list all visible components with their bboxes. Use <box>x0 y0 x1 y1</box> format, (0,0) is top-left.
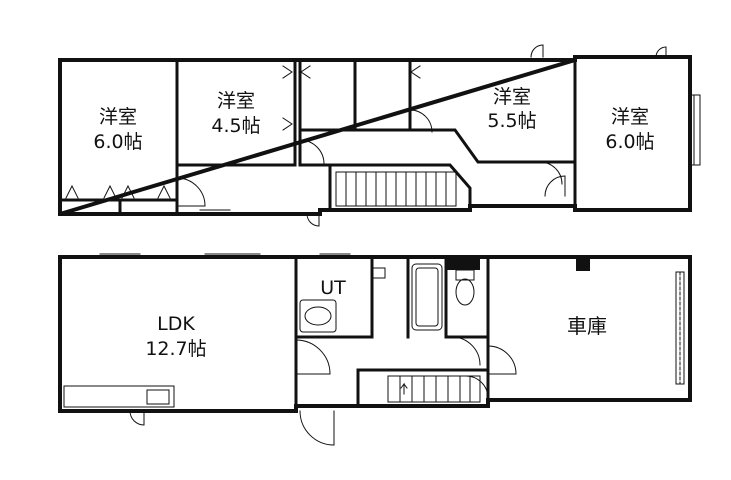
column-block <box>576 257 590 271</box>
room-name-ldk: LDK <box>157 313 195 335</box>
upper-room-labels: 洋室 6.0帖 洋室 4.5帖 洋室 5.5帖 洋室 6.0帖 <box>93 86 654 153</box>
lower-stairs <box>387 375 481 403</box>
room-size-mid-right: 5.5帖 <box>487 110 536 132</box>
room-name-mid-left: 洋室 <box>217 90 255 112</box>
room-name-mid-right: 洋室 <box>493 86 531 108</box>
upper-stairs <box>335 171 457 207</box>
lower-room-labels: LDK 12.7帖 UT 車庫 <box>145 277 607 360</box>
room-size-east: 6.0帖 <box>605 131 654 153</box>
lower-door-swings <box>129 267 517 446</box>
upper-floor <box>58 44 701 227</box>
lower-fixtures <box>299 263 475 333</box>
closet-marks <box>65 65 421 199</box>
kitchen-counter <box>63 385 175 408</box>
room-size-mid-left: 4.5帖 <box>211 115 260 137</box>
lower-floor <box>58 253 692 446</box>
upper-door-swings <box>176 44 667 227</box>
room-size-ldk: 12.7帖 <box>145 338 206 360</box>
room-name-west: 洋室 <box>99 106 137 128</box>
room-name-east: 洋室 <box>611 106 649 128</box>
upper-partitions <box>58 58 577 216</box>
lower-outer-wall <box>58 255 692 413</box>
lower-partitions <box>294 255 490 408</box>
upper-windows <box>199 94 701 214</box>
upper-outer-wall <box>58 55 692 216</box>
room-name-garage: 車庫 <box>567 314 607 338</box>
column-block <box>446 257 480 270</box>
lower-windows <box>99 253 471 407</box>
room-name-ut: UT <box>320 277 346 299</box>
room-size-west: 6.0帖 <box>93 131 142 153</box>
garage-opening <box>675 271 685 385</box>
